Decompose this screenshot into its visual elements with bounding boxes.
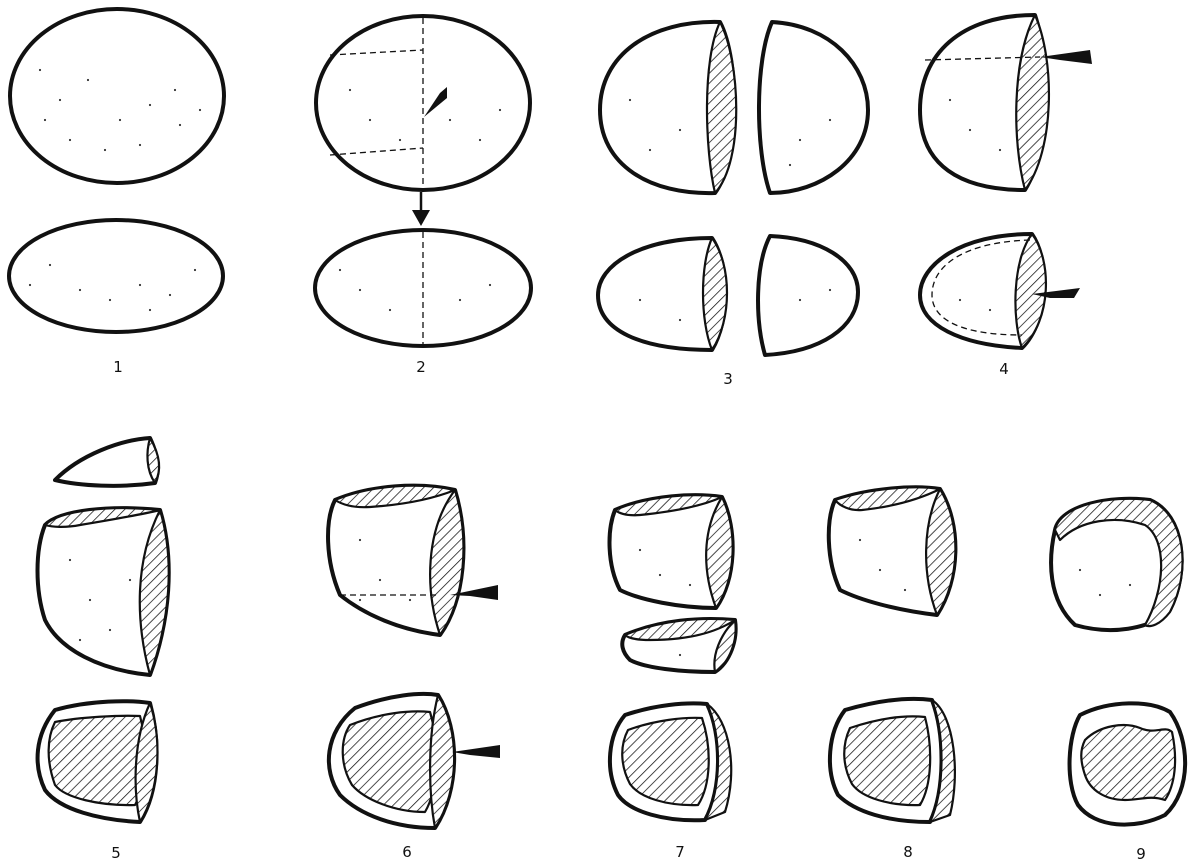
stage-label-3: 3 bbox=[723, 370, 733, 388]
stage-6 bbox=[328, 486, 500, 828]
stage-label-4: 4 bbox=[999, 360, 1009, 378]
down-arrow-icon bbox=[412, 192, 430, 226]
cut-arrow-icon bbox=[452, 745, 500, 758]
stage-2 bbox=[315, 16, 531, 346]
stage-7 bbox=[610, 495, 736, 820]
stage-label-5: 5 bbox=[111, 844, 121, 862]
stage-9 bbox=[1051, 499, 1185, 825]
stage-label-9: 9 bbox=[1136, 845, 1146, 863]
stage-4 bbox=[920, 15, 1092, 348]
stage-1 bbox=[9, 9, 224, 332]
stage-label-2: 2 bbox=[416, 358, 426, 376]
stage-5-cap bbox=[55, 438, 158, 486]
stage-3-right-side bbox=[758, 236, 858, 355]
stage-3 bbox=[598, 22, 868, 355]
stage-label-6: 6 bbox=[402, 843, 412, 861]
stage-5 bbox=[38, 438, 169, 822]
stage-label-8: 8 bbox=[903, 843, 913, 861]
stage-1-top-view bbox=[10, 9, 224, 183]
stage-label-1: 1 bbox=[113, 358, 123, 376]
stage-label-7: 7 bbox=[675, 843, 685, 861]
stage-3-right-top bbox=[759, 22, 868, 193]
stage-1-side-view bbox=[9, 220, 223, 332]
stage-8 bbox=[829, 487, 956, 822]
